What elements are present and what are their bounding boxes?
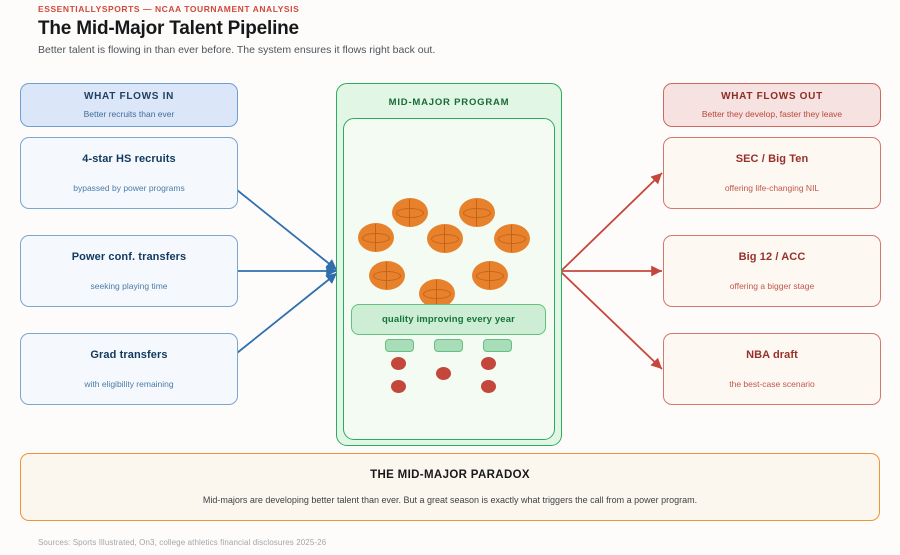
basketball-icon (427, 224, 463, 253)
page-header: ESSENTIALLYSPORTS — NCAA TOURNAMENT ANAL… (38, 4, 858, 57)
inflow-card-hs-recruits[interactable]: 4-star HS recruits bypassed by power pro… (20, 137, 238, 209)
basketball-meridian-line (444, 225, 446, 252)
inflow-arrow-group (236, 189, 338, 354)
outflow-card-nba-draft[interactable]: NBA draft the best-case scenario (663, 333, 881, 405)
basketball-meridian-line (386, 262, 388, 289)
basketball-icon (392, 198, 428, 227)
outflow-header-subtitle: Better they develop, faster they leave (701, 108, 843, 119)
basketball-meridian-line (375, 224, 377, 251)
paradox-title: THE MID-MAJOR PARADOX (370, 469, 530, 481)
roster-pill (434, 339, 463, 352)
inflow-header-title: WHAT FLOWS IN (83, 90, 174, 102)
basketball-icon (494, 224, 530, 253)
outflow-card-subtitle: offering a bigger stage (729, 281, 815, 291)
inflow-card-title: Power conf. transfers (71, 250, 187, 263)
inflow-header-card: WHAT FLOWS IN Better recruits than ever (20, 83, 238, 127)
paradox-banner: THE MID-MAJOR PARADOX Mid-majors are dev… (20, 453, 880, 521)
inflow-arrow-grad (236, 272, 338, 354)
outflow-card-big12-acc[interactable]: Big 12 / ACC offering a bigger stage (663, 235, 881, 307)
kicker-label: ESSENTIALLYSPORTS — NCAA TOURNAMENT ANAL… (38, 4, 300, 14)
outflow-card-subtitle: the best-case scenario (729, 379, 815, 389)
basketball-meridian-line (436, 280, 438, 307)
basketball-meridian-line (409, 199, 411, 226)
inflow-header-subtitle: Better recruits than ever (83, 108, 175, 119)
outflow-card-sec-bigten[interactable]: SEC / Big Ten offering life-changing NIL (663, 137, 881, 209)
inflow-card-grad-transfers[interactable]: Grad transfers with eligibility remainin… (20, 333, 238, 405)
paradox-body: Mid-majors are developing better talent … (202, 495, 698, 505)
inflow-card-subtitle: seeking playing time (90, 281, 168, 291)
outflow-arrow-sec (560, 172, 663, 272)
page-subtitle: Better talent is flowing in than ever be… (38, 43, 436, 56)
departure-dot (481, 380, 496, 393)
outflow-card-title: SEC / Big Ten (735, 152, 809, 165)
outflow-header-card: WHAT FLOWS OUT Better they develop, fast… (663, 83, 881, 127)
sources-footer: Sources: Sports Illustrated, On3, colleg… (38, 538, 327, 547)
basketball-meridian-line (489, 262, 491, 289)
basketball-icon (369, 261, 405, 290)
outflow-arrow-nba (560, 271, 663, 370)
roster-pill (385, 339, 414, 352)
departure-dot (391, 380, 406, 393)
inflow-card-title: 4-star HS recruits (82, 152, 176, 165)
inflow-card-power-transfers[interactable]: Power conf. transfers seeking playing ti… (20, 235, 238, 307)
program-panel-title: MID-MAJOR PROGRAM (388, 97, 510, 108)
outflow-card-title: Big 12 / ACC (738, 250, 806, 263)
page-title: The Mid-Major Talent Pipeline (38, 18, 299, 39)
basketball-meridian-line (511, 225, 513, 252)
departure-dot (481, 357, 496, 370)
basketball-icon (419, 279, 455, 308)
inflow-arrow-recruits (236, 189, 338, 271)
roster-pill (483, 339, 512, 352)
outflow-arrow-group (560, 172, 663, 370)
outflow-card-subtitle: offering life-changing NIL (724, 183, 820, 193)
inflow-card-subtitle: bypassed by power programs (73, 183, 185, 193)
outflow-header-title: WHAT FLOWS OUT (721, 90, 823, 102)
outflow-card-title: NBA draft (746, 348, 798, 361)
departure-dot (436, 367, 451, 380)
departure-dot (391, 357, 406, 370)
quality-banner: quality improving every year (351, 304, 546, 335)
inflow-card-title: Grad transfers (90, 348, 168, 361)
basketball-icon (459, 198, 495, 227)
basketball-icon (358, 223, 394, 252)
inflow-card-subtitle: with eligibility remaining (84, 379, 174, 389)
basketball-icon (472, 261, 508, 290)
basketball-meridian-line (476, 199, 478, 226)
